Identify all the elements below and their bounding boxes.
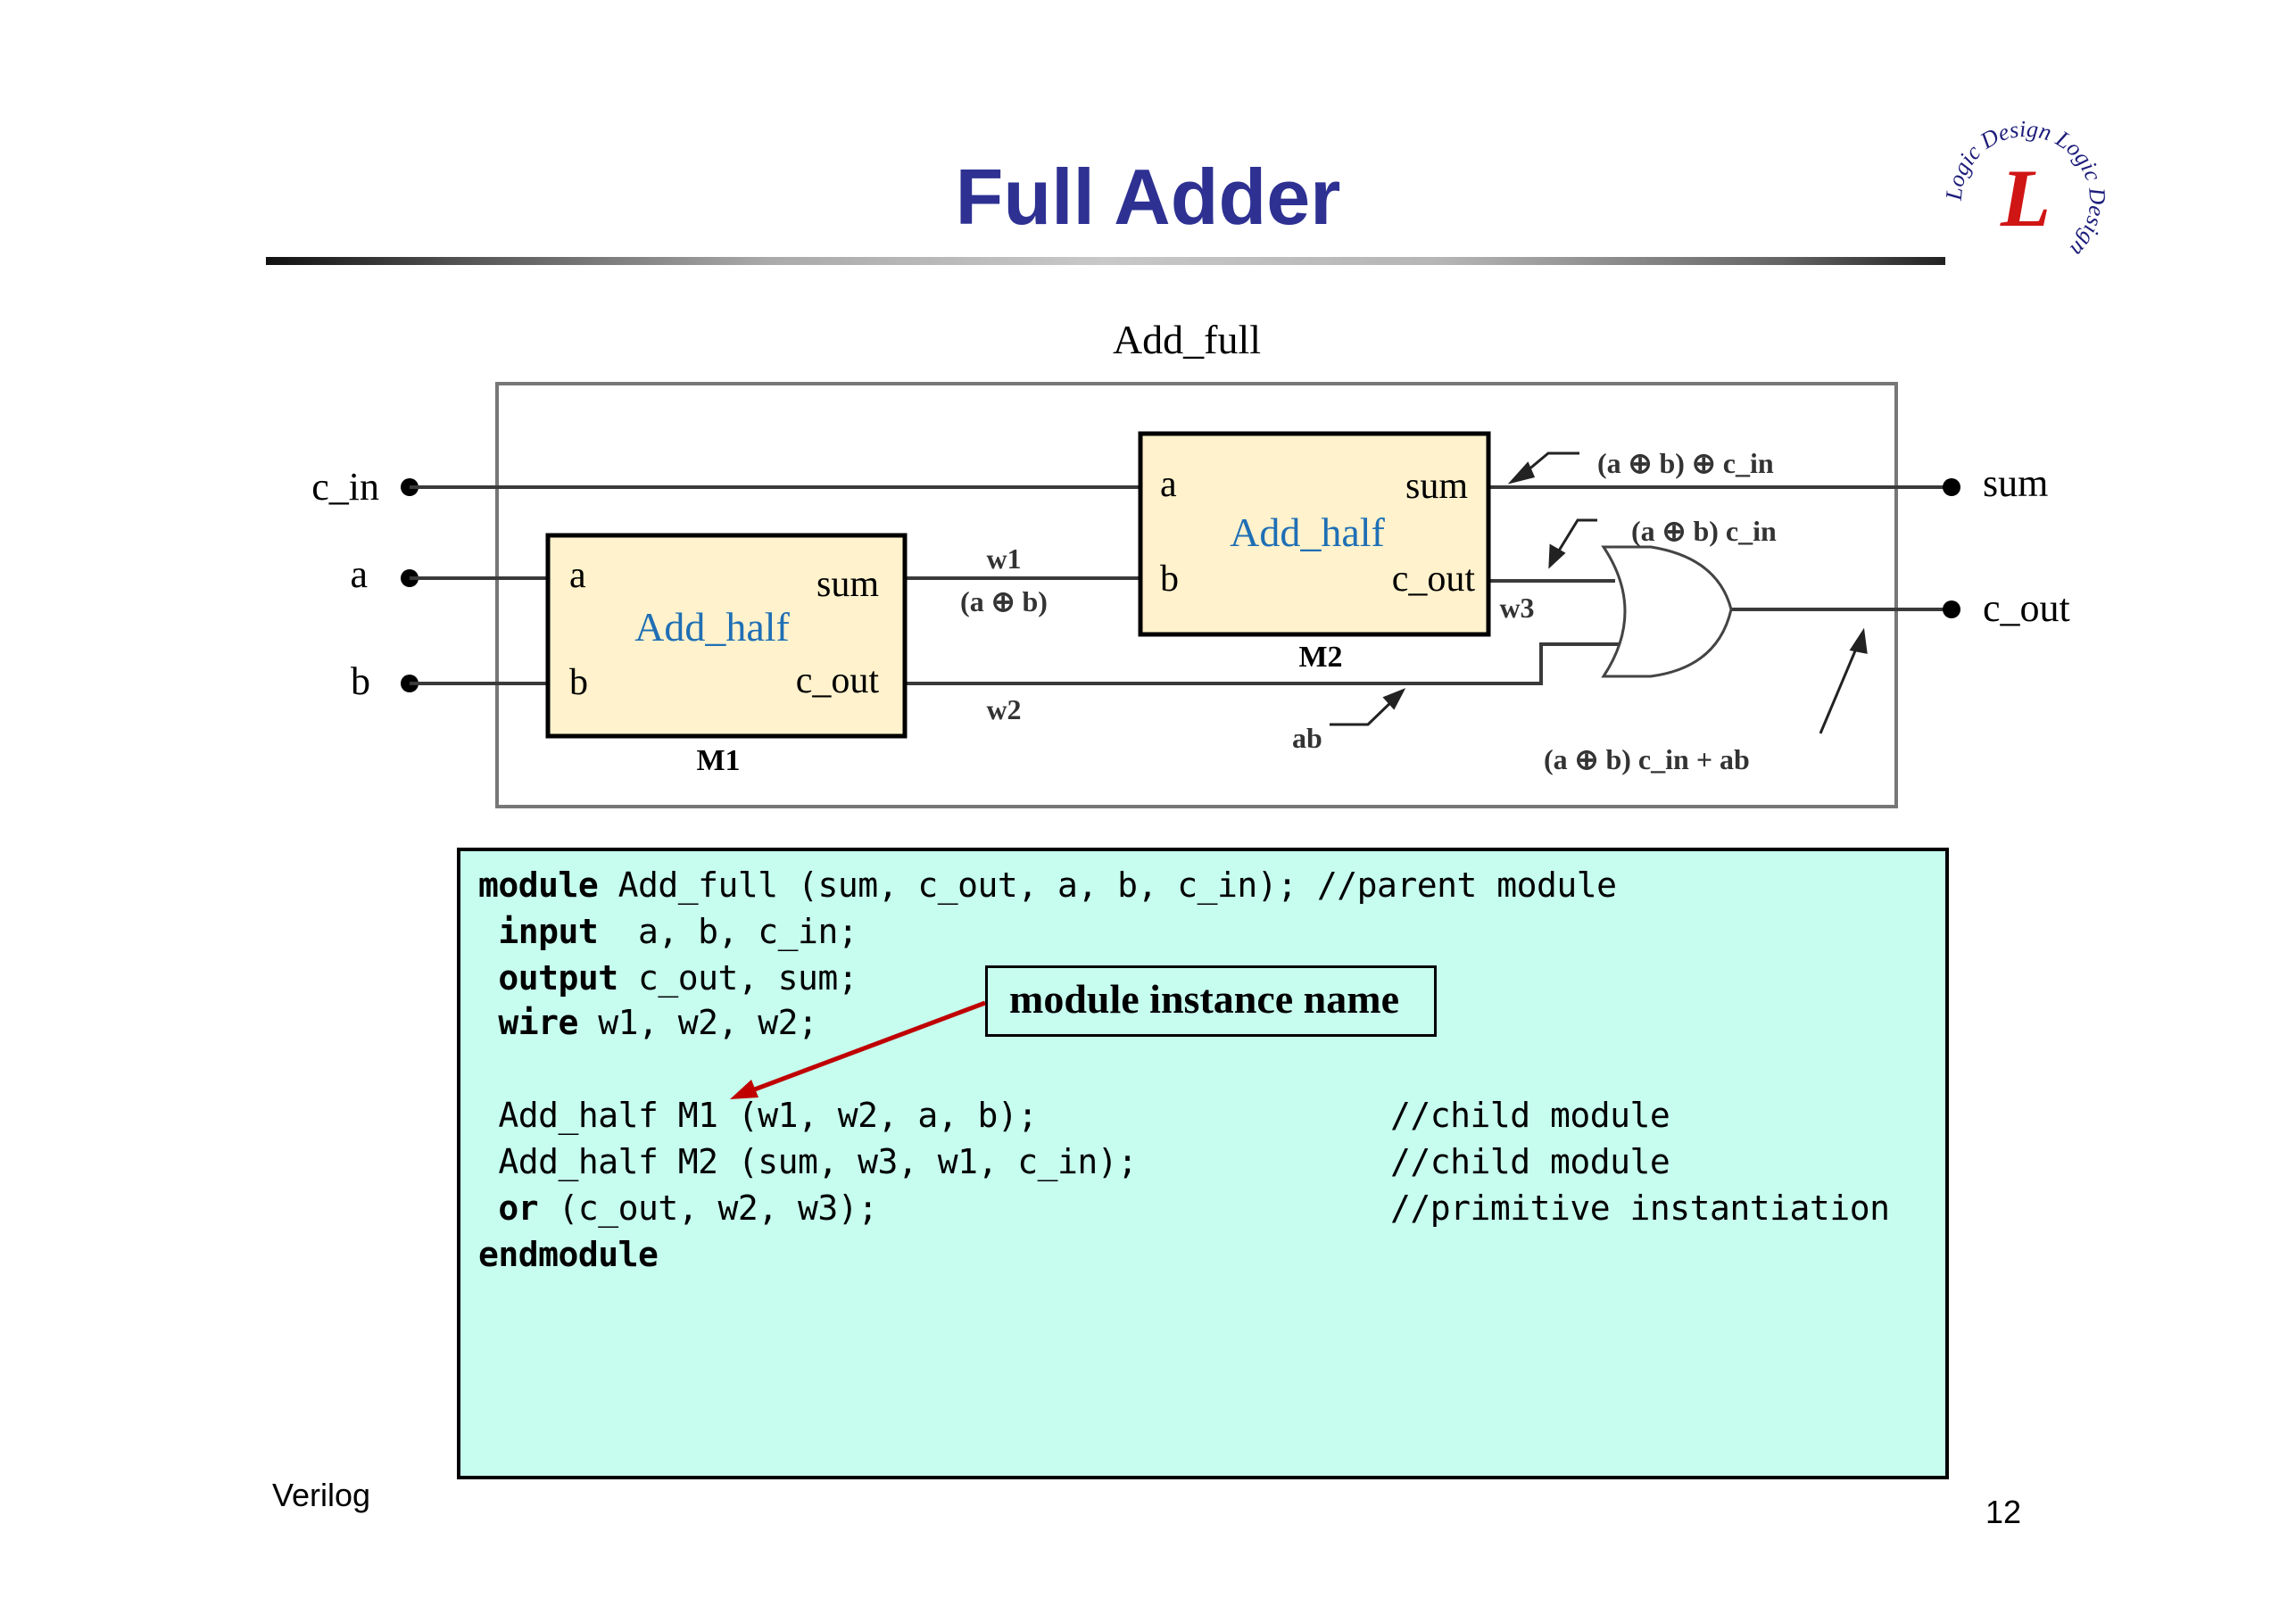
arrow-m2-cout-expr — [1554, 518, 1597, 556]
page-number: 12 — [1985, 1494, 2022, 1530]
annotation-sum-expr: (a ⊕ b) ⊕ c_in — [1597, 447, 1774, 479]
code-text: Add_half M2 (sum, w3, w1, c_in); — [478, 1142, 1138, 1181]
m2-instance-label: M2 — [1298, 641, 1342, 674]
code-text: w1, w2, w2; — [577, 1003, 818, 1042]
code-line: Add_half M1 (w1, w2, a, b); — [478, 1096, 1038, 1135]
m2-port-b: b — [1160, 559, 1179, 600]
wire-w2 — [905, 642, 1622, 685]
code-text: (c_out, w2, w3); — [538, 1188, 879, 1228]
arrow-head — [1382, 688, 1406, 710]
wire-label-w1-expr: (a ⊕ b) — [960, 585, 1048, 617]
callout-box: module instance name — [985, 965, 1437, 1037]
arrow-cout-expr — [1819, 642, 1861, 734]
m1-port-sum: sum — [816, 564, 879, 605]
code-line: wire w1, w2, w2; — [478, 1003, 818, 1042]
input-label-c-in: c_in — [311, 465, 379, 509]
annotation-m2-cout-expr: (a ⊕ b) c_in — [1631, 515, 1777, 547]
callout-text: module instance name — [1009, 976, 1399, 1022]
output-label-c-out: c_out — [1983, 586, 2070, 630]
wire-label-w2: w2 — [986, 693, 1021, 725]
verilog-code-block: module Add_full (sum, c_out, a, b, c_in)… — [457, 848, 1949, 1479]
code-text: a, b, c_in; — [598, 912, 858, 951]
diagram-title: Add_full — [1113, 317, 1261, 362]
arrow-head — [1548, 543, 1566, 569]
code-keyword: endmodule — [478, 1235, 659, 1274]
code-text: c_out, sum; — [618, 958, 858, 998]
logic-design-logo: Logic Design Logic Design L — [1941, 116, 2111, 262]
m1-port-c-out: c_out — [796, 660, 880, 701]
logo-letter: L — [2000, 153, 2051, 244]
code-comment: //child module — [1390, 1096, 1670, 1135]
m1-port-b: b — [569, 662, 588, 703]
code-text: Add_half M1 (w1, w2, a, b); — [478, 1096, 1038, 1135]
code-keyword: module — [478, 865, 599, 905]
code-keyword: or — [478, 1188, 539, 1228]
slide-title: Full Adder — [955, 153, 1341, 241]
m1-instance-label: M1 — [696, 744, 740, 777]
arrow-ab — [1330, 697, 1397, 726]
m2-port-a: a — [1160, 464, 1177, 505]
m2-port-sum: sum — [1405, 466, 1468, 507]
module-m1 — [545, 533, 908, 739]
m2-port-c-out: c_out — [1392, 559, 1476, 600]
input-label-b: b — [351, 659, 370, 703]
code-line: output c_out, sum; — [478, 958, 858, 998]
wire-label-w3: w3 — [1499, 592, 1534, 624]
footer-label: Verilog — [272, 1477, 371, 1513]
code-keyword: output — [478, 958, 618, 998]
code-line: input a, b, c_in; — [478, 912, 858, 951]
arrow-head — [1507, 461, 1536, 484]
code-line: or (c_out, w2, w3); — [478, 1188, 878, 1228]
output-label-sum: sum — [1983, 461, 2048, 505]
module-m2 — [1138, 431, 1491, 637]
add-full-boundary — [495, 382, 1898, 808]
code-line: Add_half M2 (sum, w3, w1, c_in); — [478, 1142, 1138, 1181]
wire-label-w1: w1 — [986, 542, 1021, 575]
code-keyword: wire — [478, 1003, 578, 1042]
title-underline — [266, 257, 1945, 265]
annotation-ab: ab — [1292, 722, 1322, 754]
code-comment: //primitive instantiation — [1390, 1188, 1890, 1228]
terminal-sum — [1943, 478, 1960, 496]
code-comment: //child module — [1390, 1142, 1670, 1181]
or-gate — [1601, 545, 1733, 678]
m2-module-name: Add_half — [1230, 509, 1385, 555]
code-text: Add_full (sum, c_out, a, b, c_in); //par… — [598, 865, 1617, 905]
terminal-c-out — [1943, 600, 1960, 618]
m1-port-a: a — [569, 555, 586, 596]
code-keyword: input — [478, 912, 599, 951]
code-line: module Add_full (sum, c_out, a, b, c_in)… — [478, 865, 1617, 905]
code-line: endmodule — [478, 1235, 659, 1274]
m1-module-name: Add_half — [634, 604, 790, 650]
annotation-cout-expr: (a ⊕ b) c_in + ab — [1544, 743, 1750, 775]
arrow-head — [1849, 627, 1868, 654]
input-label-a: a — [350, 552, 368, 596]
